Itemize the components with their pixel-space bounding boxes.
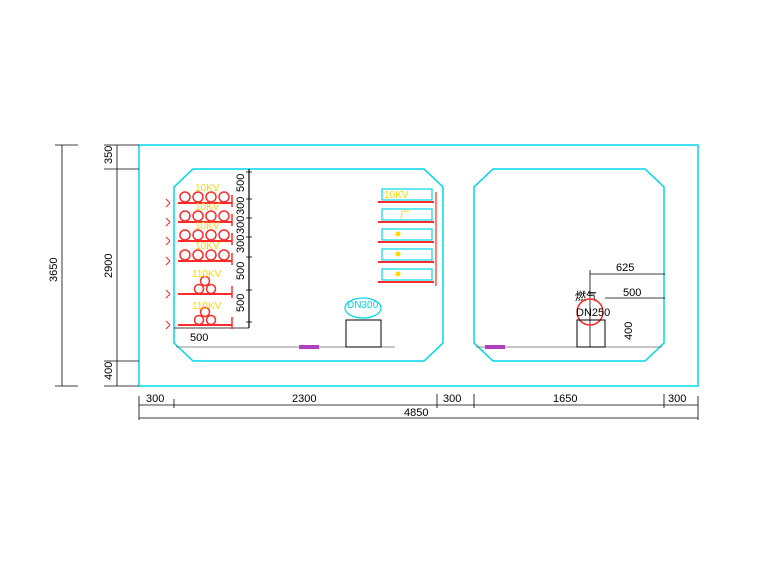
cable-bracket-3 bbox=[165, 229, 233, 246]
cable-bracket-1 bbox=[165, 191, 233, 208]
dim-400: 400 bbox=[623, 322, 635, 340]
rack-dim-5: 500 bbox=[235, 262, 247, 280]
dn300-label: DN300 bbox=[347, 300, 379, 311]
dn250-support bbox=[576, 319, 606, 348]
bottom-dim-4: 1650 bbox=[553, 393, 577, 405]
total-width-dim: 4850 bbox=[404, 407, 428, 419]
gas-label: 燃气 bbox=[575, 289, 597, 303]
dn250-pipe-circle bbox=[576, 298, 604, 326]
cable-label-3: 10KV bbox=[195, 221, 220, 232]
rack-dim-1: 500 bbox=[235, 174, 247, 192]
dim-625: 625 bbox=[616, 262, 634, 274]
rack-dim-2: 300 bbox=[235, 197, 247, 215]
rack-dim-4: 300 bbox=[235, 235, 247, 253]
bottom-dim-3: 300 bbox=[443, 393, 461, 405]
cable-label-5: 110KV bbox=[192, 269, 222, 280]
cable-bracket-5 bbox=[165, 275, 233, 299]
rack-dimension-ticks bbox=[246, 171, 252, 323]
right-bracket-label-2: 广 bbox=[400, 209, 410, 221]
bottom-dim-1: 300 bbox=[146, 393, 164, 405]
left-chamber bbox=[173, 168, 444, 362]
bottom-dim-5: 300 bbox=[668, 393, 686, 405]
drain-marker-right bbox=[485, 345, 505, 349]
cable-label-4: 10KV bbox=[195, 241, 220, 252]
drain-marker-left bbox=[299, 345, 319, 349]
height-dim-400: 400 bbox=[103, 362, 115, 380]
bottom-dim-ticks bbox=[138, 394, 699, 420]
right-brackets-left-chamber bbox=[378, 188, 437, 286]
dim-500: 500 bbox=[623, 287, 641, 299]
tunnel-outline bbox=[138, 144, 699, 387]
rack-dim-6: 500 bbox=[235, 294, 247, 312]
cable-bracket-2 bbox=[165, 210, 233, 227]
cable-label-2: 10KV bbox=[195, 202, 220, 213]
cable-label-6: 110KV bbox=[192, 301, 222, 312]
height-dim-350: 350 bbox=[103, 146, 115, 164]
bracket-width-dim: 500 bbox=[190, 332, 208, 344]
rack-dim-3: 300 bbox=[235, 216, 247, 234]
dn300-pipe-circle bbox=[344, 297, 382, 319]
height-dim-2900: 2900 bbox=[103, 254, 115, 278]
dn300-support bbox=[345, 319, 382, 348]
right-chamber bbox=[473, 168, 665, 362]
cable-bracket-4 bbox=[165, 249, 233, 266]
bottom-dim-2: 2300 bbox=[292, 393, 316, 405]
cable-bracket-6 bbox=[165, 306, 233, 330]
cable-label-1: 10KV bbox=[195, 183, 220, 194]
dn250-label: DN250 bbox=[576, 307, 610, 319]
overall-height-dim: 3650 bbox=[48, 258, 60, 282]
right-bracket-label-1: 10KV bbox=[384, 190, 409, 201]
